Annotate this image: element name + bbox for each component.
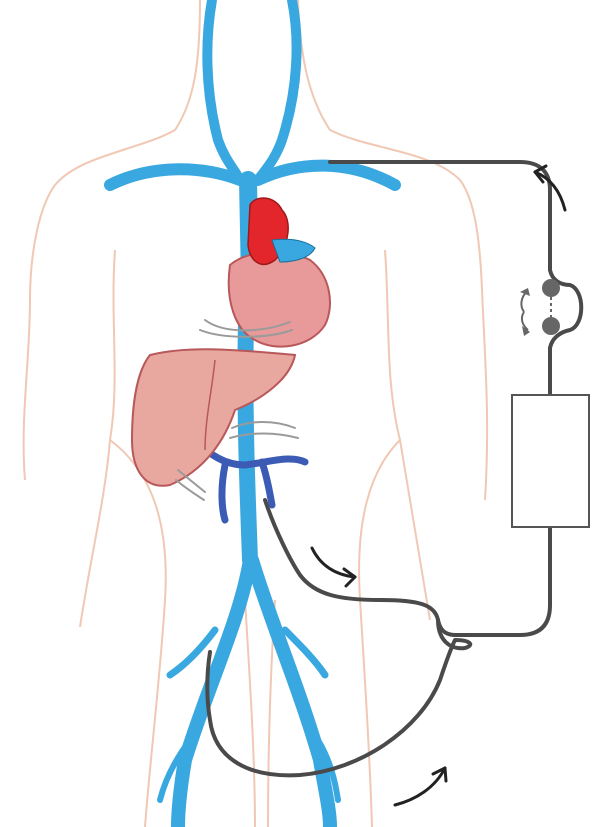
- right-jugular-vein: [258, 0, 297, 180]
- pump-roller-bottom: [542, 317, 560, 335]
- heart-chamber: [229, 252, 330, 346]
- mesenteric-vein: [222, 465, 225, 520]
- left-jugular-vein: [207, 0, 240, 180]
- body-outline: [24, 0, 488, 827]
- left-iliac-vein: [178, 560, 250, 827]
- pump-roller-top: [542, 279, 560, 297]
- tube-device-to-y: [438, 527, 550, 635]
- right-subclavian-vein: [258, 166, 395, 185]
- return-cannula: [330, 162, 550, 270]
- rectangle-device-icon: [512, 395, 589, 527]
- curved-arrow-icon: [312, 548, 355, 586]
- roller-pump-icon: [520, 279, 560, 336]
- right-iliac-vein: [252, 560, 330, 827]
- left-subclavian-vein: [110, 169, 240, 185]
- mesenteric-branch: [262, 462, 272, 505]
- liver-icon: [132, 349, 295, 486]
- curved-arrow-icon: [395, 768, 446, 805]
